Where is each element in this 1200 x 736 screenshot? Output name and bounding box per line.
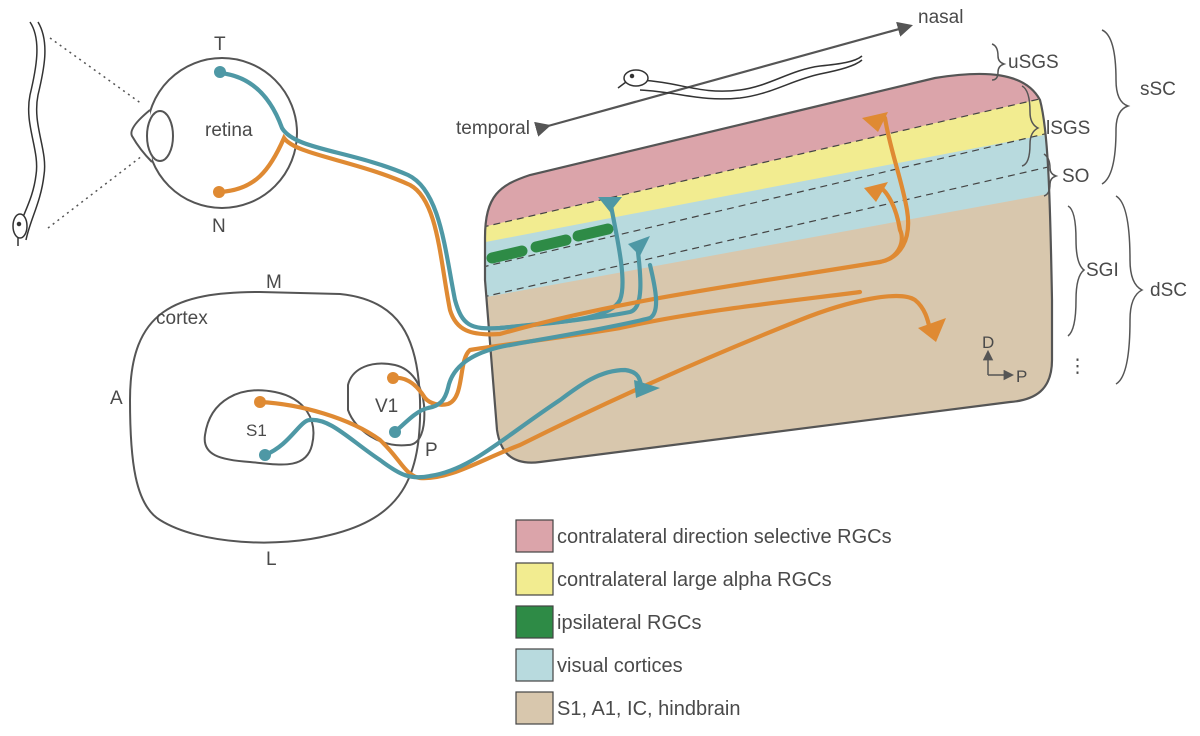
sgi-label: SGI xyxy=(1086,260,1119,281)
retina-t-dot xyxy=(214,66,226,78)
retina-label: retina xyxy=(205,120,253,141)
eye-lens xyxy=(146,110,174,162)
cortex-bottom-label: L xyxy=(266,549,277,570)
legend: contralateral direction selective RGCs c… xyxy=(515,519,892,725)
dorsal-label: D xyxy=(982,333,994,352)
cortex-right-label: P xyxy=(425,440,438,461)
ipsilateral-rgc-segment xyxy=(486,245,528,264)
cortex-left-label: A xyxy=(110,388,123,409)
terminal-blue xyxy=(628,236,650,256)
s1-blue-dot xyxy=(259,449,271,461)
ipsilateral-rgc-segment xyxy=(572,223,614,242)
legend-label: contralateral large alpha RGCs xyxy=(557,569,832,591)
terminal-orange xyxy=(918,318,946,342)
v1-outline xyxy=(347,362,426,447)
legend-swatch-ipsilateral xyxy=(515,605,554,639)
nasal-temporal-axis xyxy=(534,21,913,137)
temporal-label: temporal xyxy=(456,118,530,139)
eye xyxy=(130,57,298,209)
eye-top-label: T xyxy=(214,34,226,55)
dorsal-posterior-axes xyxy=(982,349,1015,381)
v1-blue-dot xyxy=(389,426,401,438)
legend-item: ipsilateral RGCs xyxy=(515,605,701,639)
legend-item: contralateral large alpha RGCs xyxy=(515,562,832,596)
eye-cornea xyxy=(130,109,153,163)
legend-label: ipsilateral RGCs xyxy=(557,612,701,634)
posterior-label: P xyxy=(1016,367,1027,386)
lsgs-bracket xyxy=(1021,85,1040,167)
so-label: SO xyxy=(1062,166,1089,187)
cortex-title: cortex xyxy=(156,308,208,329)
superior-colliculus xyxy=(483,72,1054,464)
nasal-label: nasal xyxy=(918,7,963,28)
v1-label: V1 xyxy=(375,396,398,417)
legend-swatch-visual-cortices xyxy=(515,648,554,682)
v1-orange-path xyxy=(390,289,863,407)
retinal-pathways xyxy=(217,70,911,337)
retina-n-dot xyxy=(213,186,225,198)
so-bracket xyxy=(1043,153,1059,197)
legend-swatch-direction-selective xyxy=(515,519,554,553)
visual-field-lines xyxy=(47,37,143,229)
boundary-so-sgi xyxy=(485,161,1052,301)
v1-blue-path xyxy=(392,262,659,435)
legend-swatch-s1-a1 xyxy=(515,691,554,725)
dsc-label: dSC xyxy=(1150,280,1187,301)
boundary-lsgs-so xyxy=(485,127,1052,271)
sc-outline xyxy=(483,72,1054,464)
s1-label: S1 xyxy=(246,421,267,440)
boundary-usgs-lsgs xyxy=(485,91,1052,231)
usgs-label: uSGS xyxy=(1008,52,1059,73)
retina-orange-branch xyxy=(877,115,911,265)
terminal-blue xyxy=(598,197,622,212)
retina-blue-path xyxy=(217,70,643,331)
s1-orange-dot xyxy=(254,396,266,408)
legend-label: contralateral direction selective RGCs xyxy=(557,526,892,548)
terminal-blue xyxy=(634,380,660,398)
cortex xyxy=(128,290,426,544)
cortex-outline xyxy=(128,290,422,544)
snake-left-illustration xyxy=(12,21,46,246)
sgi-bracket xyxy=(1067,205,1086,337)
legend-label: S1, A1, IC, hindbrain xyxy=(557,698,740,720)
pathway-start-dots xyxy=(213,66,401,461)
ipsilateral-rgc-segment xyxy=(530,234,572,253)
s1-outline xyxy=(203,389,315,466)
v1-orange-dot xyxy=(387,372,399,384)
usgs-bracket xyxy=(991,43,1007,81)
ssc-bracket xyxy=(1101,29,1131,185)
legend-item: contralateral direction selective RGCs xyxy=(515,519,892,553)
sgi-ellipsis: ⋮ xyxy=(1068,356,1087,377)
layer-brackets xyxy=(991,29,1144,385)
lsgs-label: lSGS xyxy=(1046,118,1090,139)
cortical-pathways xyxy=(257,262,933,481)
legend-item: visual cortices xyxy=(515,648,683,682)
eye-bottom-label: N xyxy=(212,216,226,237)
snake-top-illustration xyxy=(617,55,863,100)
s1-orange-path xyxy=(257,293,933,481)
legend-label: visual cortices xyxy=(557,655,683,677)
legend-swatch-large-alpha xyxy=(515,562,554,596)
legend-item: S1, A1, IC, hindbrain xyxy=(515,691,740,725)
ssc-label: sSC xyxy=(1140,79,1176,100)
s1-blue-path xyxy=(262,367,645,480)
cortex-top-label: M xyxy=(266,272,282,293)
terminal-orange xyxy=(864,182,888,202)
dsc-bracket xyxy=(1115,195,1144,385)
